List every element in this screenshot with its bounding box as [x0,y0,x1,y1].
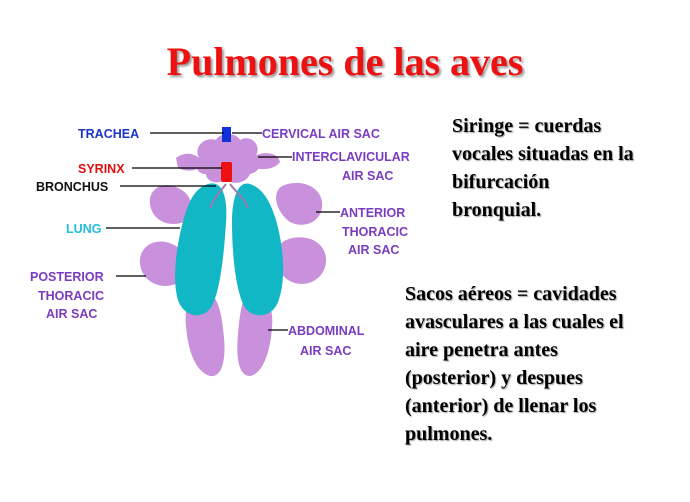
posterior-thoracic-air-sac-right [275,237,326,284]
interclavicular-air-sac [196,134,261,183]
lung-left [175,183,227,316]
anterior-thoracic-air-sac-left [149,185,192,224]
leader-lines [106,132,340,331]
sacos-line-6: pulmones. [405,423,493,445]
bronchus-left [209,183,227,209]
label-bronchus: BRONCHUS [36,180,108,194]
siringe-note: Siringe = cuerdas vocales situadas en la… [452,112,634,224]
sacos-line-1: Sacos aéreos = cavidades [405,283,617,305]
label-abdominal-1: ABDOMINAL [288,324,365,338]
sacos-line-3: aire penetra antes [405,339,558,361]
airways [209,183,249,209]
label-anterior-thoracic-1: ANTERIOR [340,206,405,220]
bronchus-right [229,183,249,209]
diagram-labels: TRACHEA SYRINX BRONCHUS LUNG POSTERIOR T… [30,127,410,358]
label-trachea: TRACHEA [78,127,139,141]
lung-right [232,183,284,316]
label-posterior-thoracic-2: THORACIC [38,289,104,303]
label-lung: LUNG [66,222,101,236]
sacos-line-2: avasculares a las cuales el [405,311,624,333]
anterior-thoracic-air-sac-right [276,182,323,225]
label-anterior-thoracic-2: THORACIC [342,225,408,239]
label-cervical: CERVICAL AIR SAC [262,127,380,141]
siringe-line-3: bifurcación [452,171,550,193]
lungs [175,183,284,316]
syrinx-marker [221,162,232,182]
siringe-line-4: bronquial. [452,199,542,221]
label-abdominal-2: AIR SAC [300,344,351,358]
cervical-air-sac-left [176,153,202,171]
cervical-air-sac-right [252,153,280,170]
siringe-line-1: Siringe = cuerdas [452,115,602,137]
label-posterior-thoracic-3: AIR SAC [46,307,97,321]
label-interclavicular-1: INTERCLAVICULAR [292,150,410,164]
siringe-line-2: vocales situadas en la [452,143,634,165]
label-posterior-thoracic-1: POSTERIOR [30,270,104,284]
page-title: Pulmones de las aves [166,39,524,84]
air-sacs-note: Sacos aéreos = cavidades avasculares a l… [405,280,624,448]
label-anterior-thoracic-3: AIR SAC [348,243,399,257]
label-syrinx: SYRINX [78,162,125,176]
sacos-line-4: (posterior) y despues [405,367,583,389]
sacos-line-5: (anterior) de llenar los [405,395,597,417]
label-interclavicular-2: AIR SAC [342,169,393,183]
air-sacs [139,134,326,377]
trachea-marker [222,127,231,142]
